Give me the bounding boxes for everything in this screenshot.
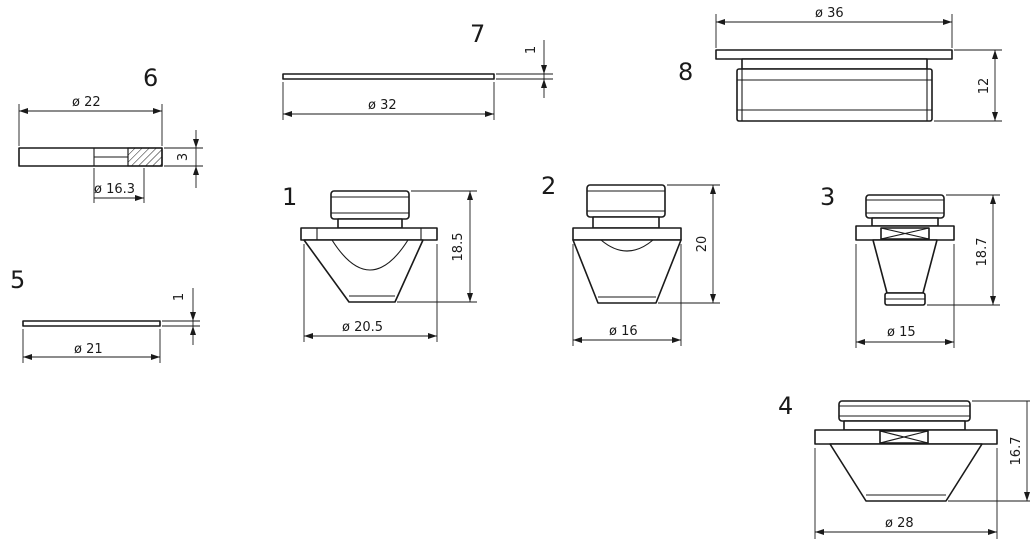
part-5-number: 5 [10, 266, 25, 294]
part-6-outer-diameter-label: ø 22 [72, 95, 101, 110]
part-2-neck [592, 216, 660, 229]
part-1-thread [330, 190, 410, 220]
part-2-number: 2 [541, 172, 556, 200]
part-8-number: 8 [678, 58, 693, 86]
part-7-number: 7 [470, 20, 485, 48]
part-3-cone [872, 239, 938, 294]
part-4-thread [838, 400, 971, 422]
part-7-body [282, 73, 495, 80]
part-3-diameter-label: ø 15 [887, 325, 916, 340]
part-4-number: 4 [778, 392, 793, 420]
part-3-neck [871, 217, 939, 227]
part-2-height-label: 20 [695, 236, 710, 253]
part-4-neck [843, 420, 966, 431]
part-4-cone [829, 443, 983, 502]
part-4-diameter-label: ø 28 [885, 516, 914, 531]
part-2-diameter-label: ø 16 [609, 324, 638, 339]
part-1-flange [300, 227, 438, 241]
part-6-thickness-label: 3 [176, 153, 191, 161]
part-5: 5 ø 21 1 [10, 266, 200, 363]
part-8-height-label: 12 [977, 78, 992, 95]
part-2-thread [586, 184, 666, 218]
part-5-thickness-label: 1 [172, 293, 187, 301]
part-8-diameter-label: ø 36 [815, 6, 844, 21]
part-5-diameter-label: ø 21 [74, 342, 103, 357]
part-2-cup [600, 239, 654, 252]
part-7-diameter-label: ø 32 [368, 98, 397, 113]
part-8: 8 ø 36 12 [678, 6, 1002, 122]
part-3: 3 18.7 ø 15 [820, 183, 1000, 348]
part-1-height-label: 18.5 [451, 233, 466, 262]
part-1-cup [331, 239, 409, 271]
part-6: 6 ø 22 ø 16.3 3 [18, 64, 203, 203]
part-3-number: 3 [820, 183, 835, 211]
part-8-thread-body [736, 68, 933, 122]
part-5-body [22, 320, 161, 327]
part-3-height-label: 18.7 [975, 238, 990, 267]
part-4-height-label: 16.7 [1009, 437, 1024, 466]
part-7: 7 ø 32 1 [282, 20, 553, 120]
part-2: 2 20 ø 16 [541, 172, 720, 346]
part-6-inner-diameter-label: ø 16.3 [94, 182, 135, 197]
part-1-number: 1 [282, 183, 297, 211]
part-2-flange [572, 227, 682, 241]
part-4: 4 16.7 ø 28 [778, 392, 1030, 539]
part-8-flange [715, 49, 953, 60]
part-1-cone [303, 239, 424, 303]
part-2-cone [572, 239, 682, 304]
part-3-thread [865, 194, 945, 219]
part-6-number: 6 [143, 64, 158, 92]
part-8-neck [741, 58, 928, 70]
part-1: 1 18.5 ø 20.5 [282, 183, 477, 342]
part-1-neck [337, 218, 403, 229]
part-7-thickness-label: 1 [524, 46, 539, 54]
part-6-section-hatch [127, 147, 163, 167]
part-1-diameter-label: ø 20.5 [342, 320, 383, 335]
